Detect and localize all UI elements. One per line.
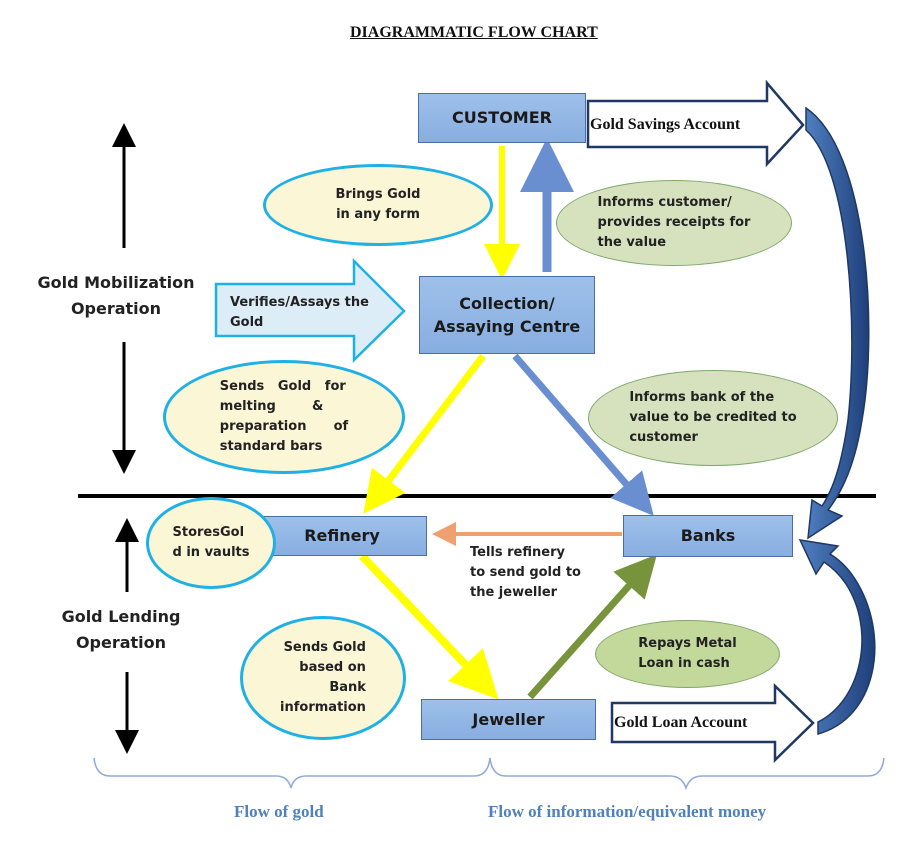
footer-flow-of-gold: Flow of gold xyxy=(234,802,324,821)
node-banks: Banks xyxy=(623,515,793,557)
bubble-brings-gold-text: Brings Gold in any form xyxy=(335,186,421,222)
verifies-label: Verifies/Assays the Gold xyxy=(230,295,369,331)
gold-loan-label: Gold Loan Account xyxy=(614,714,748,731)
brace-flow-of-information xyxy=(489,757,885,791)
bubble-sends-gold-bank-text: Sends Gold based on Bank information xyxy=(280,639,366,716)
arrow-refinery-to-jeweller xyxy=(359,553,499,700)
brace-flow-of-gold xyxy=(93,757,491,789)
bubble-stores-gold: StoresGol d in vaults xyxy=(146,497,276,589)
section-label-mobilization: Gold Mobilization Operation xyxy=(37,273,195,318)
verifies-block-arrow xyxy=(214,257,406,363)
arrow-collection-to-refinery xyxy=(363,353,486,514)
arrow-collection-to-banks xyxy=(512,353,654,516)
page-title: DIAGRAMMATIC FLOW CHART xyxy=(350,24,598,41)
node-jeweller: Jeweller xyxy=(421,699,596,740)
bubble-stores-gold-text: StoresGol d in vaults xyxy=(172,524,250,560)
section-label-lending: Gold Lending Operation xyxy=(61,607,181,652)
gold-loan-block-arrow xyxy=(610,683,815,763)
footer-flow-of-information: Flow of information/equivalent money xyxy=(488,802,767,821)
bubble-informs-bank: Informs bank of the value to be credited… xyxy=(588,370,838,466)
tells-refinery-label: Tells refinery to send gold to the jewel… xyxy=(470,545,581,601)
bubble-brings-gold: Brings Gold in any form xyxy=(263,164,493,246)
bubble-informs-customer: Informs customer/ provides receipts for … xyxy=(556,180,792,266)
gold-savings-block-arrow xyxy=(586,79,805,168)
node-refinery: Refinery xyxy=(257,516,427,556)
bubble-sends-gold-melting: Sends Gold for melting & preparation of … xyxy=(163,360,405,474)
node-customer: CUSTOMER xyxy=(418,93,586,143)
curve-savings-to-banks xyxy=(805,106,870,540)
node-collection-centre: Collection/ Assaying Centre xyxy=(419,276,595,354)
bubble-sends-gold-melting-text: Sends Gold for melting & preparation of … xyxy=(219,378,349,455)
bubble-informs-customer-text: Informs customer/ provides receipts for … xyxy=(597,194,751,251)
bubble-repays: Repays Metal Loan in cash xyxy=(595,620,780,688)
bubble-informs-bank-text: Informs bank of the value to be credited… xyxy=(629,389,797,446)
bubble-sends-gold-bank: Sends Gold based on Bank information xyxy=(240,616,406,740)
gold-savings-label: Gold Savings Account xyxy=(590,116,741,133)
arrow-jeweller-to-banks xyxy=(527,554,657,700)
bubble-repays-text: Repays Metal Loan in cash xyxy=(638,635,737,671)
curve-loan-to-banks xyxy=(798,539,876,735)
